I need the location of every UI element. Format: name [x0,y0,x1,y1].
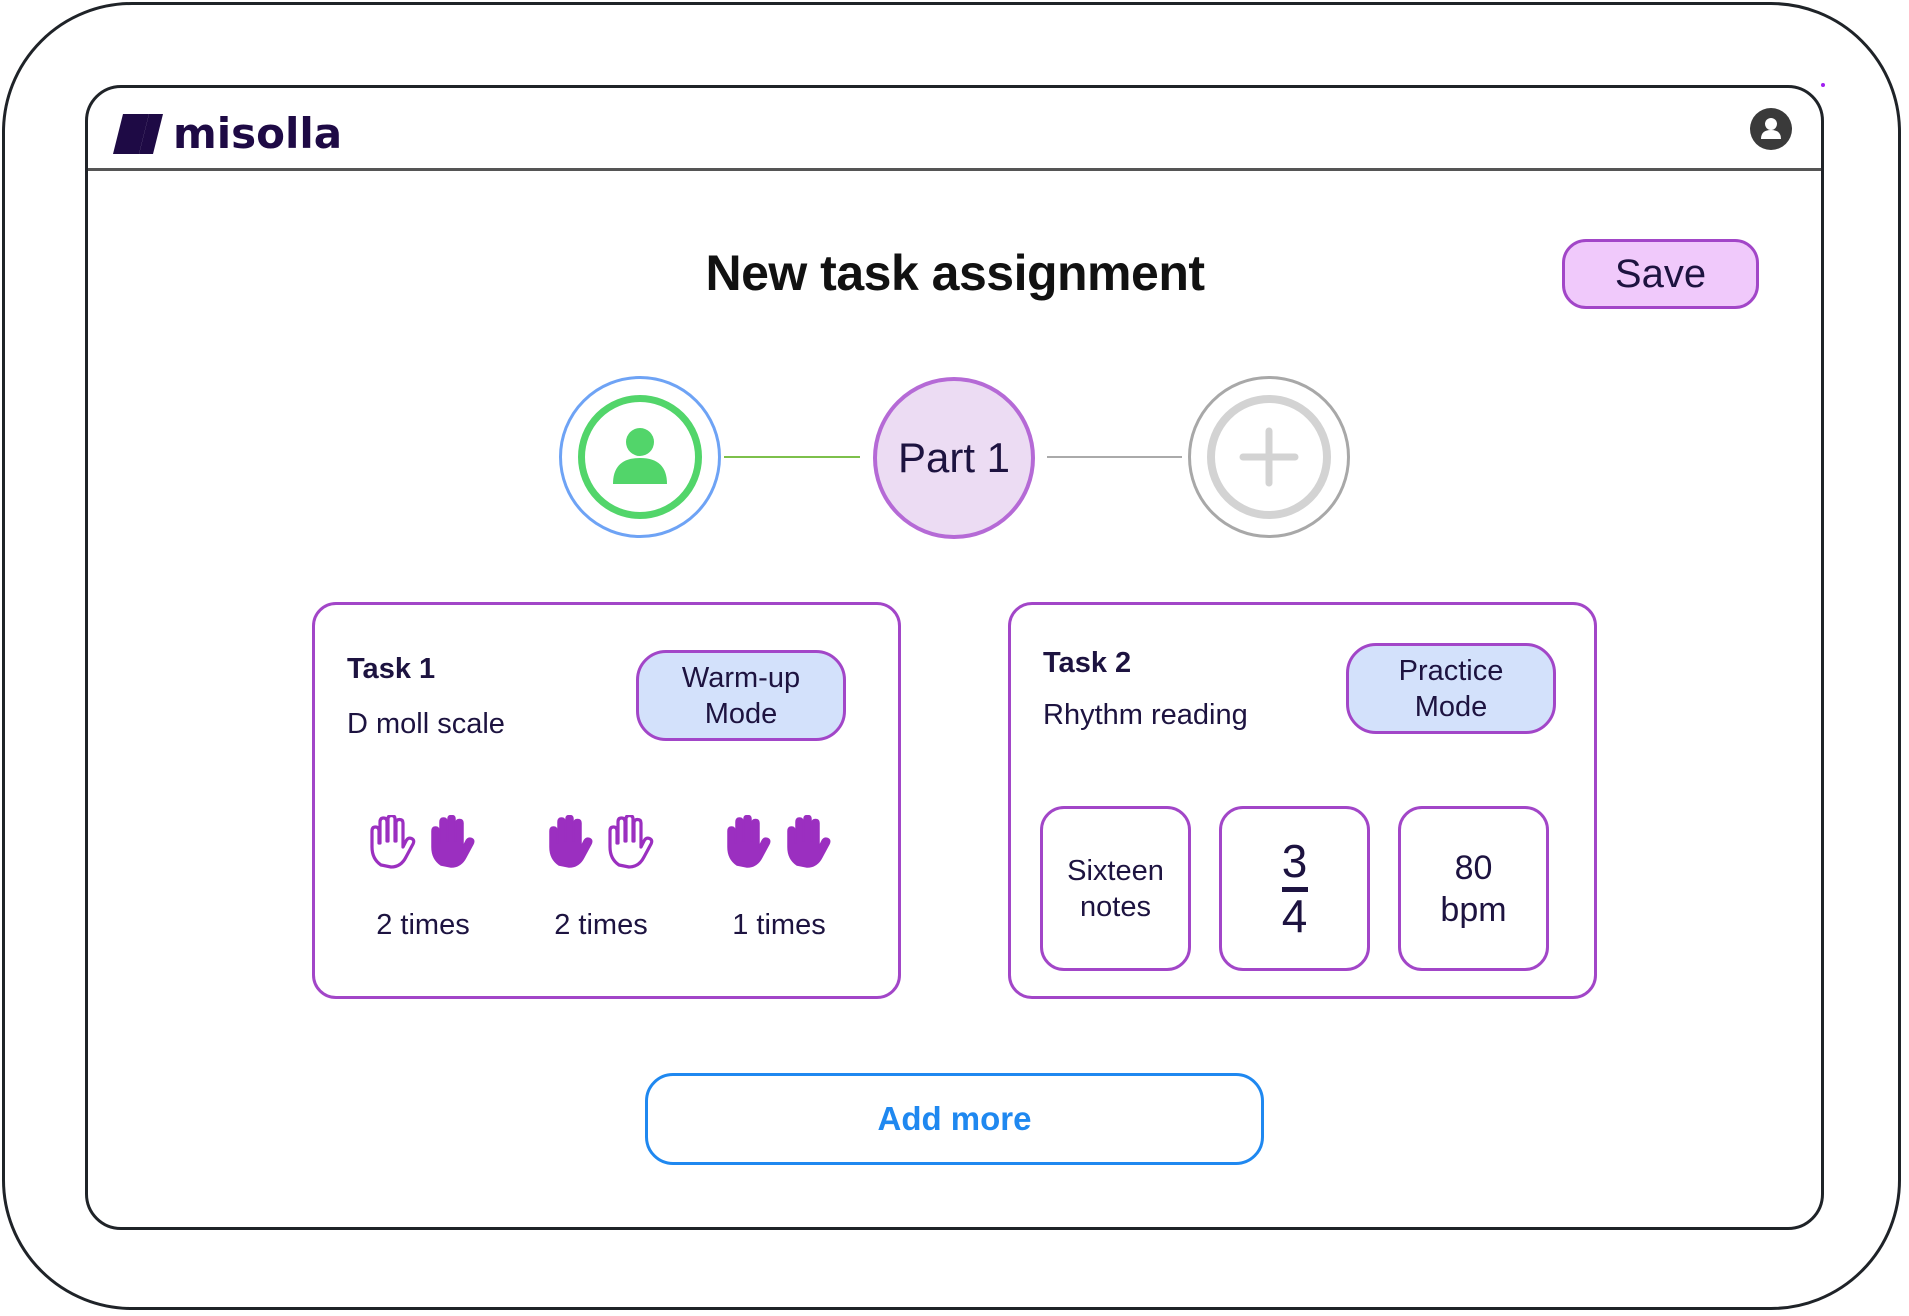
mode-line-1: Practice [1398,654,1504,687]
task-2-name: Rhythm reading [1043,699,1248,731]
step-connector-pending [1047,456,1182,458]
task-card-1[interactable]: Task 1 D moll scale Warm-up Mode 2 times… [312,602,901,999]
save-button[interactable]: Save [1562,239,1759,309]
header-divider [88,168,1821,171]
app-screen [85,85,1824,1230]
task-1-name: D moll scale [347,708,505,740]
hand-set-1[interactable]: 2 times [363,815,483,942]
task-2-label: Task 2 [1043,647,1132,679]
tempo-value: 80 bpm [1440,848,1507,929]
step-student[interactable] [559,376,721,538]
plus-icon [1239,427,1299,487]
left-hand-outline-icon [369,815,417,869]
practice-mode-badge[interactable]: Practice Mode [1346,643,1556,734]
page-title: New task assignment [705,245,1205,301]
mode-line-1: Warm-up [681,661,801,694]
right-hand-filled-icon [785,815,833,869]
repeat-count: 2 times [376,909,470,941]
step-student-ring [578,395,702,519]
step-connector-completed [724,456,860,458]
step-part-1[interactable]: Part 1 [873,377,1035,539]
task-1-label: Task 1 [347,653,436,685]
time-signature-denominator: 4 [1281,890,1308,942]
user-account-icon[interactable] [1750,108,1792,150]
user-icon [613,428,667,484]
misolla-logo-icon [113,114,163,154]
right-hand-outline-icon [607,815,655,869]
fraction-bar [1281,887,1308,892]
add-part-button[interactable] [1188,376,1350,538]
time-signature-numerator: 3 [1281,835,1308,887]
note-value-selector[interactable]: Sixteen notes [1040,806,1191,971]
brand-logo[interactable]: misolla [113,112,342,156]
left-hand-filled-icon [725,815,773,869]
time-signature: 3 4 [1281,835,1308,942]
hand-set-2[interactable]: 2 times [541,815,661,942]
decorative-dot [1821,83,1825,87]
left-hand-filled-icon [547,815,595,869]
note-value: Sixteen notes [1067,854,1164,923]
mode-line-2: Mode [704,697,778,730]
add-more-button[interactable]: Add more [645,1073,1264,1165]
repeat-count: 1 times [732,909,826,941]
step-part-1-label: Part 1 [897,434,1011,481]
right-hand-filled-icon [429,815,477,869]
task-card-2[interactable]: Task 2 Rhythm reading Practice Mode Sixt… [1008,602,1597,999]
mode-line-2: Mode [1414,690,1488,723]
warm-up-mode-badge[interactable]: Warm-up Mode [636,650,846,741]
tempo-selector[interactable]: 80 bpm [1398,806,1549,971]
time-signature-selector[interactable]: 3 4 [1219,806,1370,971]
hand-set-3[interactable]: 1 times [719,815,839,942]
add-part-ring [1207,395,1331,519]
brand-name: misolla [173,109,343,158]
repeat-count: 2 times [554,909,648,941]
